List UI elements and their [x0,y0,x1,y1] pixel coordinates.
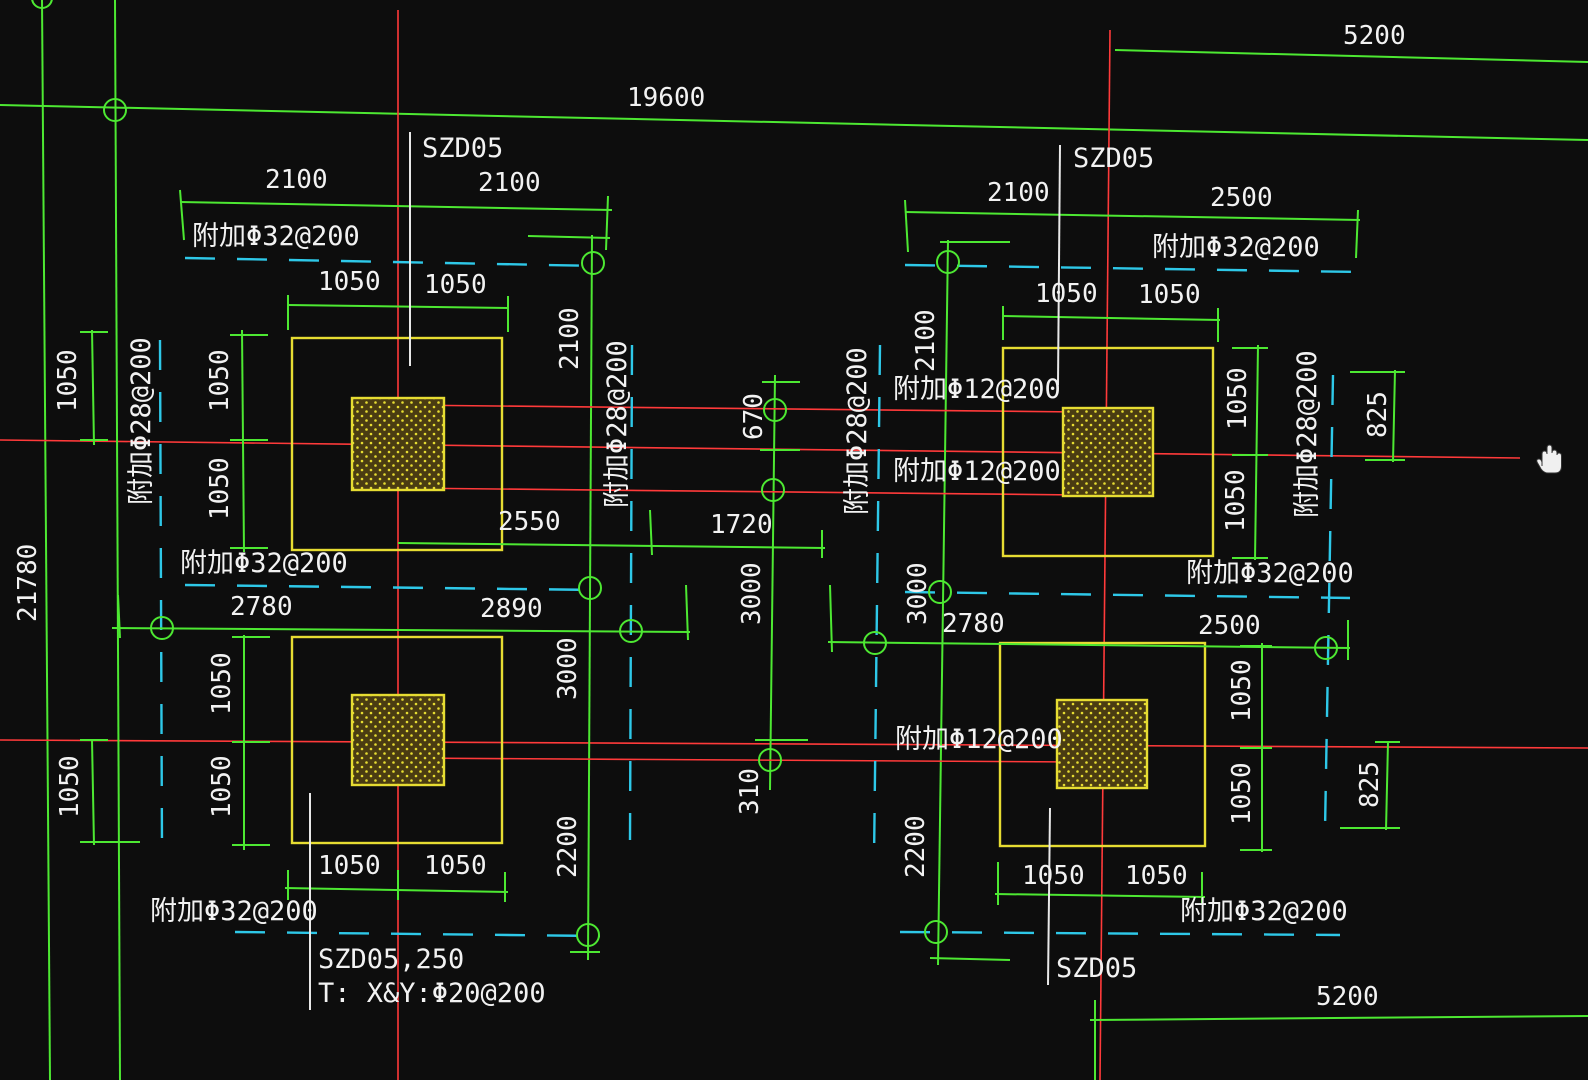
cap-rebar-spec: T: X&Y:Φ20@200 [318,978,546,1009]
rebar-note: 附加Φ32@200 [192,221,360,252]
leader-lines [309,132,1061,1010]
svg-text:825: 825 [1363,391,1393,438]
dim-19600: 19600 [627,83,705,113]
cap-tag-top-right: SZD05 [1073,143,1154,174]
pile-cap-top-right[interactable] [1001,346,1215,558]
svg-text:2100: 2100 [987,178,1050,208]
svg-text:2100: 2100 [265,165,328,195]
svg-text:2890: 2890 [480,594,543,624]
rebar-note: 附加Φ32@200 [1180,896,1348,927]
svg-text:1050: 1050 [1138,280,1201,310]
svg-text:2500: 2500 [1210,183,1273,213]
svg-text:1050: 1050 [205,457,235,520]
svg-text:310: 310 [735,768,765,815]
rebar-note: 附加Φ28@200 [602,340,633,508]
svg-text:1050: 1050 [1227,659,1257,722]
svg-text:1050: 1050 [1125,861,1188,891]
svg-text:1050: 1050 [1227,762,1257,825]
svg-text:1050: 1050 [424,851,487,881]
svg-text:1050: 1050 [1223,367,1253,430]
cap-tag-top-left: SZD05 [422,133,503,164]
svg-text:1050: 1050 [207,652,237,715]
cap-tag-bottom-right: SZD05 [1056,953,1137,984]
rebar-note: 附加Φ28@200 [126,337,157,505]
pile-cap-tags: SZD05 SZD05 SZD05 SZD05,250 T: X&Y:Φ20@2… [318,133,1154,1009]
dim-5200-top: 5200 [1343,21,1406,51]
pile-cap-top-left[interactable] [290,336,504,552]
svg-text:1050: 1050 [318,851,381,881]
hand-cursor-icon [1536,444,1562,474]
svg-text:2550: 2550 [498,507,561,537]
pile-cap-bottom-right[interactable] [998,641,1207,848]
svg-text:1050: 1050 [53,349,83,412]
svg-text:1050: 1050 [424,270,487,300]
rebar-dashed-lines [158,256,1361,938]
dim-21780: 21780 [13,544,43,622]
rebar-note: 附加Φ28@200 [842,347,873,515]
svg-text:3000: 3000 [903,562,933,625]
svg-text:2200: 2200 [553,815,583,878]
svg-text:1050: 1050 [1221,469,1251,532]
rebar-note: 附加Φ32@200 [1152,232,1320,263]
rebar-note: 附加Φ32@200 [150,896,318,927]
svg-text:2100: 2100 [478,168,541,198]
svg-text:1050: 1050 [1035,279,1098,309]
svg-text:3000: 3000 [553,637,583,700]
dimension-lines [80,49,1588,1080]
svg-text:1050: 1050 [318,267,381,297]
svg-text:3000: 3000 [737,562,767,625]
rebar-note: 附加Φ32@200 [1186,558,1354,589]
rebar-labels: 附加Φ32@200 附加Φ32@200 附加Φ32@200 附加Φ32@200 … [126,221,1354,927]
dim-5200-bottom: 5200 [1316,982,1379,1012]
svg-text:825: 825 [1355,761,1385,808]
beam-rebar-note: 附加Φ12@200 [893,456,1061,487]
pile-cap-bottom-left[interactable] [290,635,504,845]
beam-rebar-note: 附加Φ12@200 [893,374,1061,405]
svg-text:1050: 1050 [207,755,237,818]
svg-text:1050: 1050 [205,349,235,412]
beam-rebar-note: 附加Φ12@200 [895,724,1063,755]
svg-text:2780: 2780 [942,609,1005,639]
svg-text:2500: 2500 [1198,611,1261,641]
svg-text:1050: 1050 [55,755,85,818]
cap-tag-bottom-left: SZD05,250 [318,944,464,975]
svg-text:2780: 2780 [230,592,293,622]
rebar-note: 附加Φ28@200 [1292,350,1323,518]
svg-text:2100: 2100 [911,309,941,372]
grid-node-circles [31,0,1338,947]
rebar-note: 附加Φ32@200 [180,548,348,579]
svg-text:670: 670 [739,393,769,440]
svg-text:2100: 2100 [555,307,585,370]
svg-text:1050: 1050 [1022,861,1085,891]
svg-text:1720: 1720 [710,510,773,540]
svg-text:2200: 2200 [901,815,931,878]
dimension-labels: 19600 5200 5200 21780 2100 2100 1050 105… [13,21,1406,1012]
